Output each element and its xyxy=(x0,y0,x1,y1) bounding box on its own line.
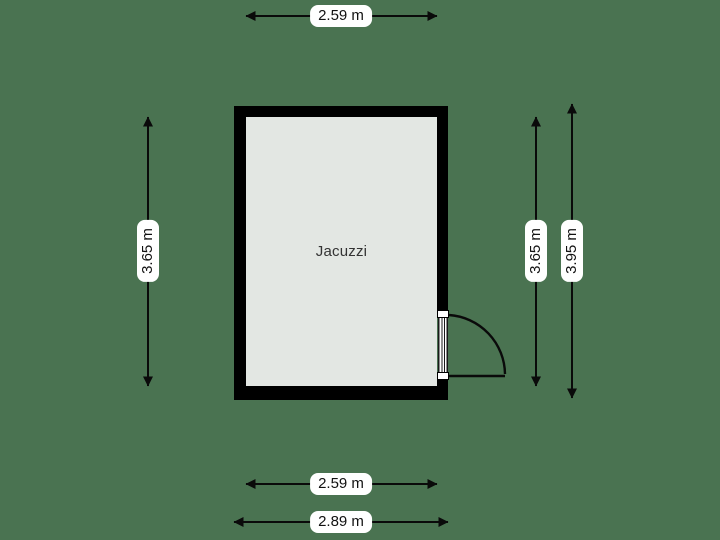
dimension-label-bottom-outer: 2.89 m xyxy=(310,511,372,533)
door-leaf xyxy=(438,318,448,372)
room-jacuzzi-floor: Jacuzzi xyxy=(246,117,437,386)
dimension-label-right-inner: 3.65 m xyxy=(525,220,547,282)
dimension-label-bottom-inner: 2.59 m xyxy=(310,473,372,495)
room-label: Jacuzzi xyxy=(315,243,368,260)
door-jamb-top xyxy=(437,310,449,318)
wall-bottom xyxy=(234,386,448,400)
dimension-label-left: 3.65 m xyxy=(137,220,159,282)
wall-right-upper xyxy=(437,106,448,310)
door-jamb-bottom xyxy=(437,372,449,380)
dimension-label-top: 2.59 m xyxy=(310,5,372,27)
wall-left xyxy=(234,106,246,400)
wall-right-lower xyxy=(437,380,448,400)
door-swing-arc-icon xyxy=(446,313,507,378)
wall-top xyxy=(234,106,448,117)
dimension-label-right-outer: 3.95 m xyxy=(561,220,583,282)
